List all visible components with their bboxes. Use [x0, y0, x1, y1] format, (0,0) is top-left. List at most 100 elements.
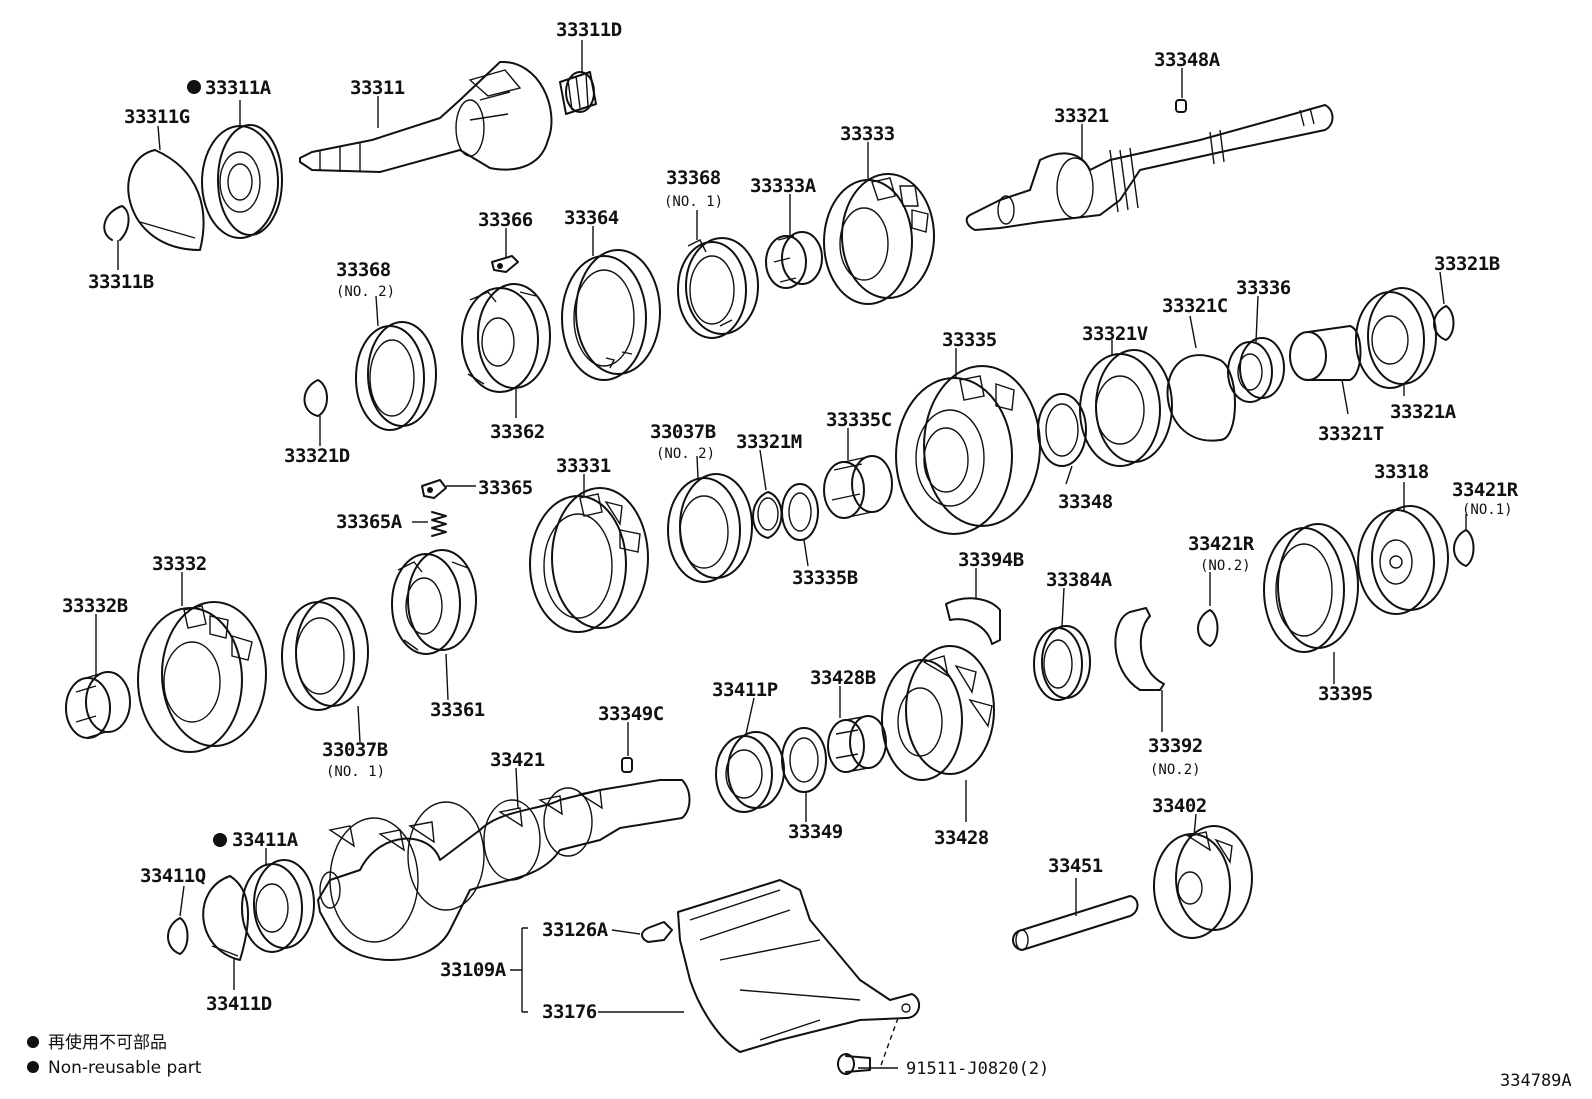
bearing-33311a [201, 124, 283, 239]
synchro-ring-33384a [1033, 625, 1091, 701]
output-shaft-33321 [965, 104, 1334, 231]
snap-ring-33321d [303, 379, 328, 417]
label-33321T: 33321T [1318, 423, 1384, 445]
label-33402: 33402 [1152, 795, 1207, 817]
label-33109A: 33109A [440, 959, 507, 981]
label-33365: 33365 [478, 477, 533, 499]
label-33421R-no2-note: (NO.2) [1200, 558, 1251, 574]
label-33421R-no1-note: (NO.1) [1462, 502, 1513, 518]
gear-33331 [529, 487, 649, 633]
label-33333: 33333 [840, 123, 895, 145]
label-33384A: 33384A [1046, 569, 1113, 591]
synchro-ring-33368-no1 [677, 237, 759, 339]
bearing-33321a [1355, 287, 1437, 389]
bearing-33411p [715, 731, 785, 813]
non-reusable-marker [187, 80, 201, 94]
label-33451: 33451 [1048, 855, 1103, 877]
label-33368-no2-note: (NO. 2) [336, 284, 395, 300]
label-33368-no1-note: (NO. 1) [664, 194, 723, 210]
retainer-33394b [945, 597, 1001, 645]
bearing-33321v [1079, 349, 1173, 467]
label-33321A: 33321A [1390, 401, 1457, 423]
gear-33318 [1357, 505, 1449, 615]
clutch-hub-33361 [391, 549, 477, 655]
bearing-33333a [765, 231, 823, 289]
gear-33335 [895, 365, 1041, 535]
bolt-91511 [837, 1017, 899, 1075]
bearing-33311d [559, 71, 597, 115]
figure-code: 334789A [1500, 1071, 1572, 1091]
label-33037B-no2-note: (NO. 2) [656, 446, 715, 462]
label-33421R-no2: 33421R [1188, 533, 1255, 555]
reverse-idler-gear-33402 [1153, 825, 1253, 939]
label-33037B-no1: 33037B [322, 739, 388, 761]
needle-bearing-33428b [827, 715, 887, 773]
label-33318: 33318 [1374, 461, 1429, 483]
label-33368-no1: 33368 [666, 167, 721, 189]
snap-ring-33421r-no2 [1197, 609, 1219, 647]
legend-bullet [27, 1036, 39, 1048]
synchro-ring-33037b-no2 [667, 473, 753, 583]
label-33176: 33176 [542, 1001, 597, 1023]
label-33421: 33421 [490, 749, 545, 771]
snap-ring-33321m [752, 491, 783, 539]
label-33332B: 33332B [62, 595, 128, 617]
oil-receiver-33176 [677, 879, 921, 1053]
needle-bearing-33332b [65, 671, 131, 739]
label-33321D: 33321D [284, 445, 350, 467]
oil-pipe-33126a [641, 921, 673, 943]
label-33311B: 33311B [88, 271, 154, 293]
label-33364: 33364 [564, 207, 619, 229]
counter-gear-33421 [317, 779, 691, 961]
label-33349C: 33349C [598, 703, 664, 725]
gear-33332 [137, 601, 267, 753]
snap-ring-33411d [202, 875, 249, 961]
synchro-ring-33368-no2 [355, 321, 437, 431]
label-33335B: 33335B [792, 567, 858, 589]
label-33037B-no1-note: (NO. 1) [326, 764, 385, 780]
washer-33349 [781, 727, 827, 793]
legend-bullet [27, 1061, 39, 1073]
snap-ring-33321c [1166, 354, 1236, 442]
label-33333A: 33333A [750, 175, 817, 197]
gear-33333 [823, 173, 935, 305]
spacer-33321t [1289, 325, 1362, 381]
snap-ring-33411q [167, 917, 189, 955]
ball-33349c [621, 757, 633, 773]
label-33037B-no2: 33037B [650, 421, 716, 443]
label-33335C: 33335C [826, 409, 892, 431]
sleeve-33364 [561, 249, 661, 381]
label-33366: 33366 [478, 209, 533, 231]
label-33321V: 33321V [1082, 323, 1148, 345]
label-33348A: 33348A [1154, 49, 1221, 71]
shifting-key-33366 [491, 255, 519, 273]
label-33362: 33362 [490, 421, 545, 443]
gear-33395 [1263, 523, 1359, 653]
label-33335: 33335 [942, 329, 997, 351]
label-33411A: 33411A [232, 829, 299, 851]
snap-ring-33311g [127, 149, 205, 251]
label-91511-J0820: 91511-J0820(2) [906, 1059, 1049, 1079]
needle-bearing-33335c [823, 455, 893, 519]
input-shaft-33311 [299, 60, 553, 173]
label-33395: 33395 [1318, 683, 1373, 705]
label-33311G: 33311G [124, 106, 190, 128]
label-33311: 33311 [350, 77, 405, 99]
label-33428B: 33428B [810, 667, 876, 689]
legend-english: Non-reusable part [48, 1058, 202, 1078]
washer-33335b [781, 483, 819, 541]
retainer-33392-no2 [1114, 607, 1165, 691]
legend-japanese: 再使用不可部品 [48, 1032, 167, 1053]
label-33411P: 33411P [712, 679, 778, 701]
ball-33348a [1175, 99, 1187, 113]
label-33336: 33336 [1236, 277, 1291, 299]
label-33321M: 33321M [736, 431, 802, 453]
label-33411Q: 33411Q [140, 865, 206, 887]
synchro-ring-33037b-no1 [281, 597, 369, 711]
snap-ring-33421r-no1 [1453, 529, 1475, 567]
label-33332: 33332 [152, 553, 207, 575]
label-33411D: 33411D [206, 993, 272, 1015]
clutch-hub-33362 [461, 283, 551, 393]
label-33348: 33348 [1058, 491, 1113, 513]
label-33392-no2: 33392 [1148, 735, 1203, 757]
